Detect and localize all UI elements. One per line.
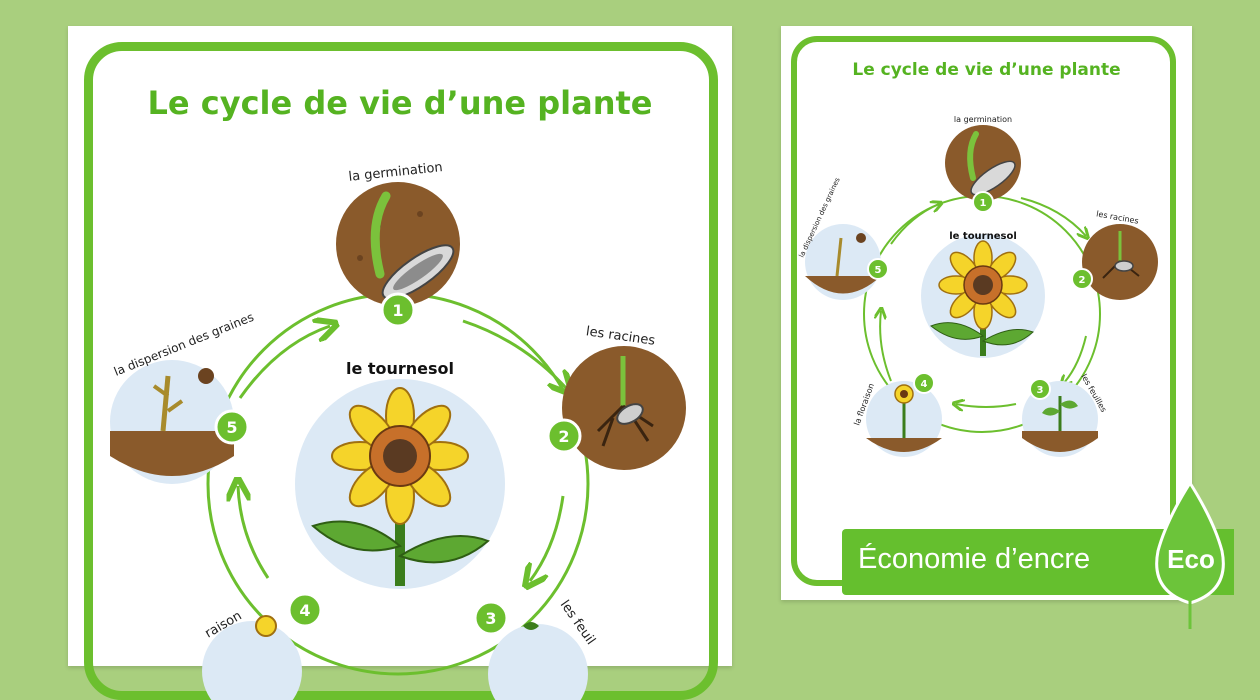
svg-text:1: 1: [392, 301, 403, 320]
center-label: le tournesol: [346, 359, 454, 378]
stage-roots: [1082, 224, 1158, 300]
large-poster-title: Le cycle de vie d’une plante: [147, 84, 653, 122]
stage-number-badge: 5: [214, 409, 250, 445]
eco-icon-label: Eco: [1167, 544, 1215, 574]
small-poster: Le cycle de vie d’une plante: [781, 26, 1192, 600]
stage-leaves: [1022, 381, 1098, 457]
stage-seed-dispersal: [805, 224, 881, 300]
stage-seed-dispersal: [110, 360, 234, 484]
stage-germination: [336, 182, 460, 306]
stage-flowering: [866, 381, 942, 457]
cycle-arrow: [956, 404, 1017, 407]
stage-germination: [945, 125, 1021, 201]
center-label: le tournesol: [949, 231, 1017, 242]
cycle-arrow: [462, 319, 566, 388]
svg-text:3: 3: [485, 609, 496, 628]
cycle-arrow: [530, 495, 565, 581]
stage-label-roots: les racines: [585, 324, 656, 349]
large-poster: Le cycle de vie d’une plante: [68, 26, 732, 700]
stage-number-badge: 4: [913, 372, 935, 394]
leaf-drop-icon: [1155, 480, 1225, 629]
stage-label-germination: la germination: [954, 115, 1012, 124]
svg-text:4: 4: [299, 601, 310, 620]
svg-text:2: 2: [1079, 275, 1086, 286]
stage-number-badge: 1: [380, 292, 416, 328]
cycle-arrow: [890, 204, 939, 245]
stage-number-badge: 3: [1029, 378, 1051, 400]
cycle-arrow: [880, 311, 892, 382]
svg-text:4: 4: [921, 379, 928, 390]
cycle-arrow: [1063, 335, 1087, 384]
eco-ink-text: Économie d’encre: [858, 543, 1091, 575]
stage-number-badge: 2: [546, 418, 582, 454]
stage-label-germination: la germination: [348, 160, 444, 185]
stage-roots: [562, 346, 686, 470]
cycle-arrow: [238, 326, 330, 399]
stage-label-roots: les racines: [1096, 209, 1140, 225]
svg-text:2: 2: [558, 427, 569, 446]
stage-number-badge: 1: [972, 191, 994, 213]
cycle-arrow: [1020, 197, 1086, 236]
large-cycle-diagram: 1 2 3 4 5 la germination les racines les…: [110, 160, 686, 700]
cycle-arrow: [238, 486, 270, 579]
svg-text:5: 5: [875, 265, 882, 276]
small-poster-title: Le cycle de vie d’une plante: [852, 60, 1121, 80]
svg-text:1: 1: [980, 198, 987, 209]
stage-number-badge: 5: [867, 258, 889, 280]
svg-text:5: 5: [226, 418, 237, 437]
stage-number-badge: 4: [287, 592, 323, 628]
center-sunflower: [921, 234, 1045, 358]
center-sunflower: [295, 379, 505, 589]
stage-number-badge: 3: [473, 600, 509, 636]
svg-text:3: 3: [1037, 385, 1044, 396]
stage-number-badge: 2: [1071, 268, 1093, 290]
small-cycle-diagram: 1 2 3 4 5 la germination les racines les…: [798, 115, 1158, 457]
stage-leaves: [488, 622, 588, 700]
